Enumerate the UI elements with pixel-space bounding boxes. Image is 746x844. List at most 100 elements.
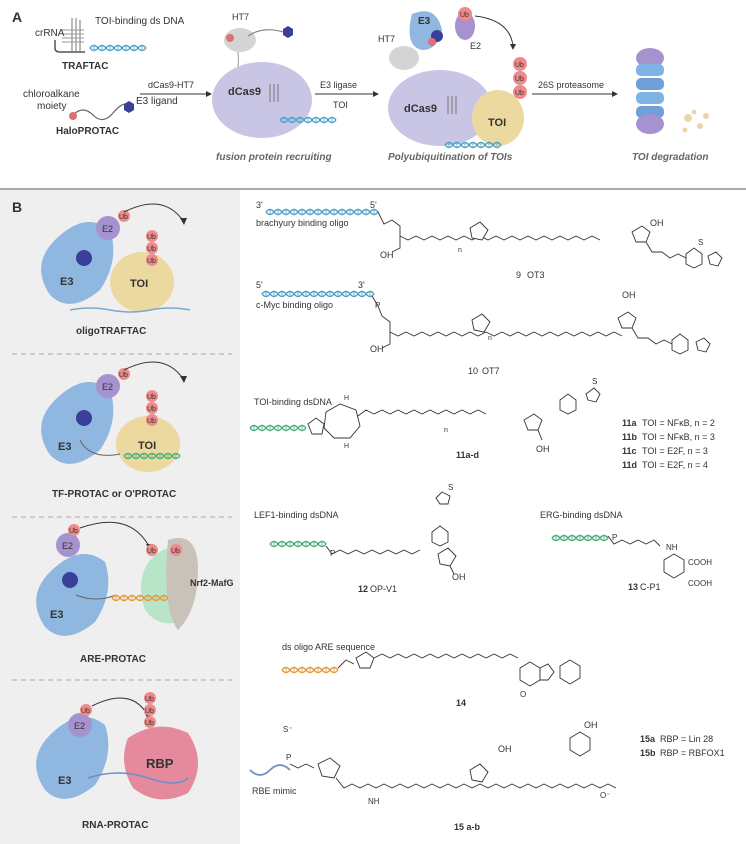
- section-title-tf-protac: TF-PROTAC or O'PROTAC: [52, 489, 176, 500]
- ot7-oh: OH: [370, 344, 384, 354]
- ub-chain: Ub Ub Ub: [513, 57, 527, 99]
- rna-protac-panel: E3 E2 Ub RBP Ub Ub Ub RNA-PROTAC: [36, 692, 198, 831]
- c11-s: S: [592, 377, 597, 386]
- are-protac-panel: E3 E2 Ub Ub Ub Nrf2-MafG ARE-PROTAC: [36, 521, 234, 665]
- dcas9-label-2: dCas9: [404, 103, 437, 115]
- ub-icon-b1: Ub: [119, 214, 128, 221]
- ot3-oligo-label: brachyury binding oligo: [256, 218, 349, 228]
- c15-variant-list: 15a RBP = Lin 28 15b RBP = RBFOX1: [640, 734, 725, 758]
- haloprotac-schematic: chloroalkane moiety E3 ligand HaloPROTAC: [23, 89, 178, 137]
- e2-label-b2: E2: [102, 382, 113, 392]
- e3-label: E3: [418, 16, 431, 27]
- c13-name: C-P1: [640, 582, 661, 592]
- c14-num: 14: [456, 698, 466, 708]
- c11a-text: TOI = NFκB, n = 2: [642, 418, 715, 428]
- c12-oh: OH: [452, 572, 466, 582]
- c11-num: 11a-d: [456, 450, 479, 460]
- arrow-proteasome: 26S proteasome: [532, 80, 618, 97]
- e3-ligand-icon: [124, 101, 134, 113]
- toi-label: TOI: [488, 117, 506, 129]
- ot7-oh-2: OH: [622, 290, 636, 300]
- caption-polyub: Polyubiquitination of TOIs: [388, 152, 513, 163]
- c15-oh-2: OH: [584, 720, 598, 730]
- c11-n-sub: n: [444, 427, 448, 434]
- traftac-label: TRAFTAC: [62, 61, 108, 72]
- ub-icon-a3: Ub: [515, 90, 524, 97]
- c11a-id: 11a: [622, 418, 638, 428]
- c15-oligo-label: RBE mimic: [252, 786, 297, 796]
- ub-icon-a1: Ub: [515, 62, 524, 69]
- c11-oh: OH: [536, 444, 550, 454]
- ot3-name: OT3: [527, 270, 545, 280]
- c15-num: 15 a-b: [454, 822, 481, 832]
- c13-cooh-2: COOH: [688, 579, 712, 588]
- ub-icon-a0: Ub: [460, 12, 469, 19]
- ot7-num: 10: [468, 366, 478, 376]
- toi-binding-dsdna-label: TOI-binding ds DNA: [95, 16, 185, 27]
- compound-10-ot7: 5' 3' c-Myc binding oligo P OH OH n 10 O…: [256, 280, 711, 376]
- c11b-id: 11b: [622, 432, 638, 442]
- ot7-name: OT7: [482, 366, 500, 376]
- c15a-id: 15a: [640, 734, 656, 744]
- ot3-oh: OH: [380, 250, 394, 260]
- ub-icon-b3: Ub: [69, 528, 78, 535]
- rbp-label: RBP: [146, 756, 174, 771]
- chloroalkane-icon: [69, 112, 77, 120]
- c15-nh2: NH: [368, 797, 380, 806]
- chloroalkane-label: chloroalkane: [23, 89, 80, 100]
- dcas9-label: dCas9: [228, 86, 261, 98]
- c13-nh: NH: [666, 543, 678, 552]
- e3-label-b1: E3: [60, 276, 73, 288]
- ot3-num: 9: [516, 270, 521, 280]
- arrow1-label: dCas9-HT7: [148, 80, 194, 90]
- c15b-text: RBP = RBFOX1: [660, 748, 725, 758]
- arrow-e3-ligase: E3 ligase TOI: [315, 80, 379, 110]
- ht7-label-2: HT7: [378, 34, 395, 44]
- ot7-end5: 5': [256, 280, 263, 290]
- c12-s: S: [448, 483, 453, 492]
- panel-b-left: B E3 E2 Ub TOI Ub Ub Ub oligoTRAFTAC E3: [0, 190, 240, 844]
- compound-9-ot3: 3' 5' brachyury binding oligo OH OH S n …: [256, 200, 723, 280]
- arrow-dcas9-ht7: dCas9-HT7: [140, 80, 212, 97]
- caption-fusion: fusion protein recruiting: [216, 152, 332, 163]
- c13-oligo-label: ERG-binding dsDNA: [540, 510, 623, 520]
- toi-protein: [472, 90, 524, 146]
- c11c-id: 11c: [622, 446, 637, 456]
- ub-icon-b2c: Ub: [147, 418, 156, 425]
- ot3-oh-2: OH: [650, 218, 664, 228]
- arrow3-label: 26S proteasome: [538, 80, 604, 90]
- compound-11: TOI-binding dsDNA H H OH S n 11a-d 11a T…: [249, 377, 715, 470]
- e3-label-b2: E3: [58, 441, 71, 453]
- c11-variant-list: 11a TOI = NFκB, n = 2 11b TOI = NFκB, n …: [622, 418, 715, 470]
- e2-label: E2: [470, 41, 481, 51]
- c15-oh-1: OH: [498, 744, 512, 754]
- compound-14: ds oligo ARE sequence O 14: [281, 642, 581, 708]
- section-title-rna-protac: RNA-PROTAC: [82, 820, 148, 831]
- c12-name: OP-V1: [370, 584, 397, 594]
- e3-label-b4: E3: [58, 775, 71, 787]
- c11b-text: TOI = NFκB, n = 3: [642, 432, 715, 442]
- arrow2-bottom-label: TOI: [333, 100, 348, 110]
- ub-icon-b3b: Ub: [171, 548, 180, 555]
- ot7-end3: 3': [358, 280, 365, 290]
- ub-icon-a2: Ub: [515, 76, 524, 83]
- c11d-text: TOI = E2F, n = 4: [642, 460, 708, 470]
- c11c-text: TOI = E2F, n = 3: [642, 446, 708, 456]
- c13-p: P: [612, 533, 617, 542]
- fusion-protein-illustration: dCas9 HT7 fusion protein recruiting: [212, 12, 337, 163]
- ub-icon-b1c: Ub: [147, 258, 156, 265]
- ub-icon-b2a: Ub: [147, 394, 156, 401]
- compound-12-op-v1: LEF1-binding dsDNA P S OH 12 OP-V1: [254, 483, 466, 594]
- ub-icon-b2: Ub: [119, 372, 128, 379]
- compound-15: S⁻ P RBE mimic NH OH OH O⁻ 15a RBP = Lin…: [249, 720, 725, 832]
- c14-oligo-label: ds oligo ARE sequence: [282, 642, 375, 652]
- e2-label-b3: E2: [62, 541, 73, 551]
- ot3-end5: 5': [370, 200, 377, 210]
- c12-oligo-label: LEF1-binding dsDNA: [254, 510, 339, 520]
- ot3-n-sub: n: [458, 247, 462, 254]
- toi-label-b1: TOI: [130, 278, 148, 290]
- ub-icon-b1b: Ub: [147, 246, 156, 253]
- e3-label-b3: E3: [50, 609, 63, 621]
- nrf2-label: Nrf2-MafG: [190, 578, 234, 588]
- section-title-are-protac: ARE-PROTAC: [80, 654, 146, 665]
